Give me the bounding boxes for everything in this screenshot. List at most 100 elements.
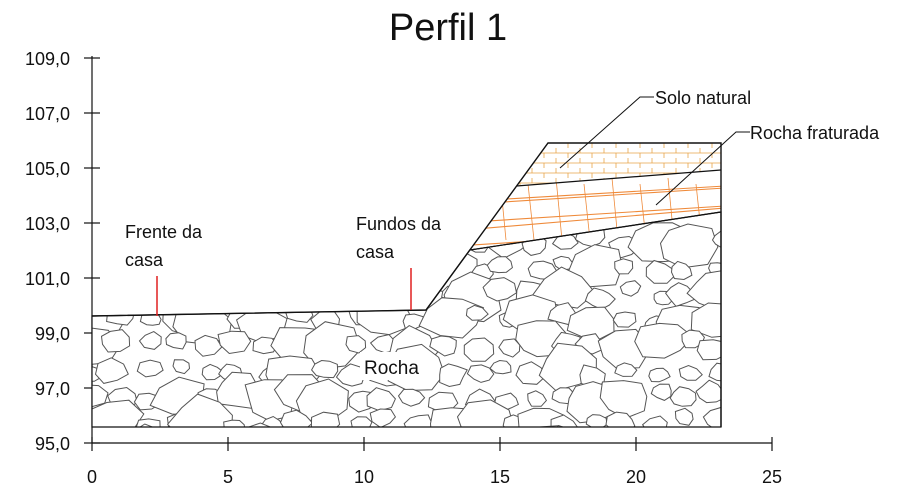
rock-stone: [664, 282, 696, 307]
rock-stone: [288, 256, 311, 273]
rock-stone: [612, 311, 637, 328]
rock-stone: [517, 407, 565, 427]
fracture-line: [469, 187, 721, 207]
rock-stone: [232, 422, 294, 427]
ground-surface-line: [91, 142, 722, 427]
rock-stone: [201, 363, 223, 381]
rock-stone: [159, 258, 187, 280]
rock-stone: [696, 339, 721, 361]
fracture-tick: [499, 177, 507, 241]
x-tick-label: 5: [223, 467, 233, 487]
rock-stone: [239, 245, 292, 282]
y-tick-label: 107,0: [25, 104, 70, 124]
rock-stone: [539, 425, 600, 427]
y-tick-label: 109,0: [25, 49, 70, 69]
frente-label-line2: casa: [125, 250, 164, 270]
rock-stone: [255, 226, 287, 250]
chart-title: Perfil 1: [389, 7, 507, 49]
rock-stone: [172, 359, 191, 375]
rock-stone: [702, 406, 721, 427]
rock-stone: [135, 418, 161, 427]
rock-stone: [165, 332, 187, 350]
rock-stone: [550, 414, 580, 427]
x-tick-label: 15: [490, 467, 510, 487]
rock-stone: [166, 393, 233, 427]
rock-stone: [527, 390, 548, 407]
rock-stone: [695, 379, 721, 404]
rock-stone: [140, 280, 165, 299]
rock-stone: [92, 384, 109, 408]
fundos-label-line2: casa: [356, 242, 395, 262]
rock-stone: [100, 329, 131, 353]
rock-stone: [310, 359, 339, 379]
rock-stone: [669, 386, 697, 407]
rock-stone: [711, 230, 721, 248]
rock-stone: [92, 281, 102, 303]
rock-stone: [586, 435, 615, 455]
profile-outline: [91, 142, 722, 427]
rock-stone: [102, 441, 126, 458]
rock-stone: [463, 337, 495, 362]
rock-stone: [279, 288, 311, 310]
rock-stone: [614, 258, 634, 275]
rock-stone: [223, 419, 246, 427]
rock-stone: [195, 436, 221, 454]
rock-stone: [369, 408, 397, 427]
solo-natural-label: Solo natural: [655, 88, 751, 108]
rock-stone: [199, 221, 263, 265]
rock-stone: [345, 335, 367, 354]
rock-stone: [513, 425, 567, 427]
fractured-base-line: [469, 211, 722, 251]
fracture-line: [469, 205, 721, 225]
rocha-fraturada-leader: [655, 131, 750, 206]
rock-stone: [674, 407, 694, 426]
rock-stone: [252, 336, 279, 355]
rock-stone: [441, 447, 462, 462]
rock-stone: [313, 437, 333, 453]
y-tick-label: 97,0: [35, 379, 70, 399]
fundos-label-line1: Fundos da: [356, 214, 442, 234]
rock-stone: [659, 223, 719, 269]
rock-stone: [634, 322, 694, 359]
rock-stone: [303, 321, 362, 370]
rock-stone: [648, 367, 671, 383]
rock-stone: [276, 233, 306, 257]
rock-stone: [438, 234, 468, 255]
rock-stone: [277, 436, 307, 457]
rock-stone: [574, 225, 606, 247]
rock-stone: [466, 364, 495, 383]
soil-pattern: [516, 143, 721, 186]
rock-stone: [626, 428, 687, 467]
rock-stone: [398, 280, 423, 303]
rock-stone: [392, 256, 438, 292]
rock-stone: [605, 411, 636, 427]
rock-stone: [320, 255, 346, 274]
rock-stone: [194, 334, 223, 357]
rock-stone: [99, 282, 131, 305]
rock-stone: [100, 235, 127, 251]
rock-stone: [690, 302, 721, 338]
x-tick-label: 10: [354, 467, 374, 487]
rock-stone: [378, 289, 405, 309]
rock-stone: [366, 387, 396, 412]
fracture-tick: [611, 177, 619, 241]
rock-stone: [650, 383, 672, 401]
rock-stone: [350, 416, 373, 427]
fracture-line: [469, 207, 721, 233]
rock-stone: [170, 266, 233, 310]
frente-label-line1: Frente da: [125, 222, 203, 242]
rock-stone: [341, 279, 372, 299]
fracture-tick: [583, 183, 591, 241]
rock-stone: [599, 380, 648, 419]
rock-stone: [486, 256, 513, 274]
rock-stone: [670, 260, 693, 281]
soil-base-line: [516, 169, 722, 187]
rock-stone: [240, 268, 290, 311]
fracture-tick: [555, 177, 563, 241]
rock-stone: [113, 423, 185, 427]
rock-stone: [356, 291, 410, 336]
rock-stone: [397, 388, 426, 407]
rock-stone: [619, 280, 642, 297]
rock-stone: [138, 331, 162, 350]
